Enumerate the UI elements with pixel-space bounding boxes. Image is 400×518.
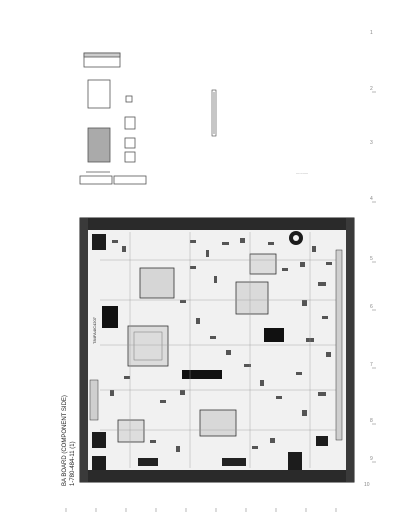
edge-ticks	[65, 91, 376, 512]
margin-note: ...........	[296, 170, 309, 175]
page-mark: 7	[370, 362, 373, 368]
page-mark: 4	[370, 196, 373, 202]
page-mark: 9	[370, 456, 373, 462]
component-outlines	[79, 52, 147, 185]
page-mark: 10	[364, 482, 370, 488]
pcb-board	[79, 217, 355, 483]
chip-label: T84FA4IC4207	[92, 317, 97, 344]
page-mark: 2	[370, 86, 373, 92]
page-mark: 1	[370, 30, 373, 36]
page-mark: 3	[370, 140, 373, 146]
page-mark: 6	[370, 304, 373, 310]
page-mark: 8	[370, 418, 373, 424]
connector-strip	[211, 89, 217, 137]
page-mark: 5	[370, 256, 373, 262]
